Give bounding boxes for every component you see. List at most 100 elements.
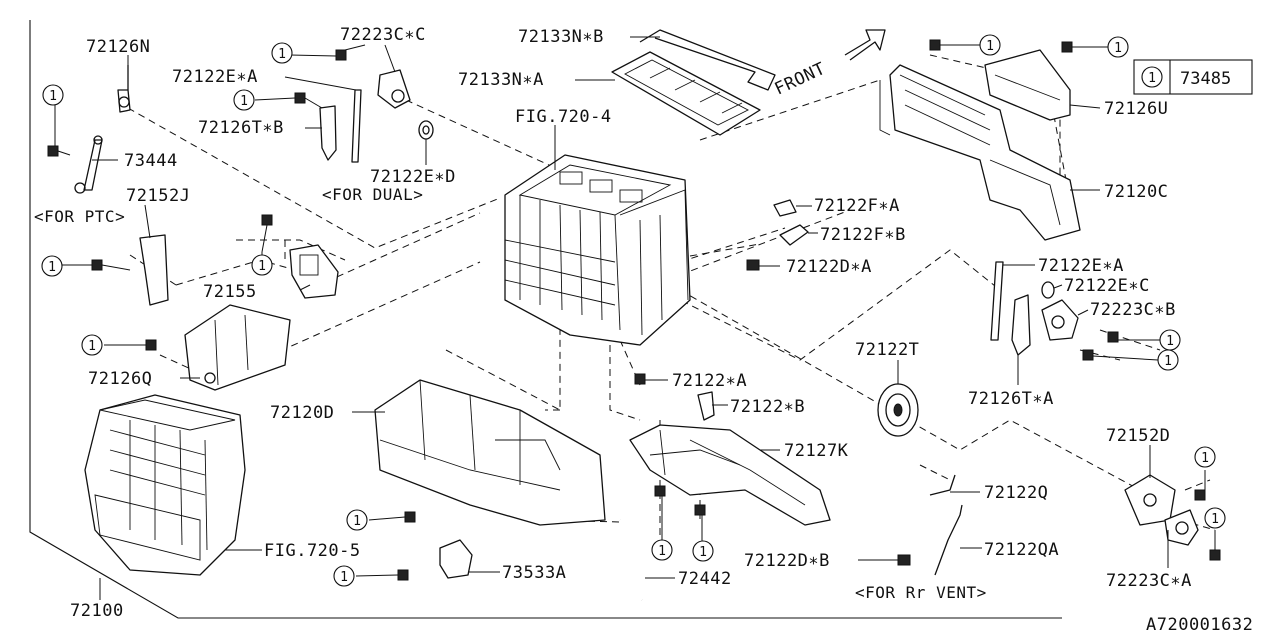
callout-1-d: 1 xyxy=(41,255,63,277)
label-72223CB: 72223C∗B xyxy=(1090,300,1176,320)
clip-72122FB xyxy=(779,224,809,246)
label-73444: 73444 xyxy=(124,151,178,171)
part-labels: 72126N 72223C∗C 72133N∗B 72133N∗A 72122E… xyxy=(34,25,1253,635)
legend-box: 1 73485 xyxy=(1133,59,1253,95)
label-72122T: 72122T xyxy=(855,340,919,360)
label-72122QA: 72122QA xyxy=(984,540,1059,560)
front-arrow: FRONT xyxy=(772,29,886,100)
label-72133NA: 72133N∗A xyxy=(458,70,544,90)
callout-1-o: 1 xyxy=(1194,446,1216,468)
link-72122Q xyxy=(929,474,956,496)
clip-72122A xyxy=(634,373,646,385)
label-73533A: 73533A xyxy=(502,563,566,583)
svg-text:1: 1 xyxy=(340,570,348,585)
callout-1-j: 1 xyxy=(692,540,714,562)
label-72223CA: 72223C∗A xyxy=(1106,571,1192,591)
callout-1-g: 1 xyxy=(346,509,368,531)
svg-text:1: 1 xyxy=(1201,451,1209,466)
label-72122EA-right: 72122E∗A xyxy=(1038,256,1124,276)
front-label: FRONT xyxy=(772,59,829,100)
label-72155: 72155 xyxy=(203,282,257,302)
bolt-left-1 xyxy=(47,145,71,157)
label-72126TB: 72126T∗B xyxy=(198,118,284,138)
callout-1-k: 1 xyxy=(979,34,1001,56)
link-72122QA xyxy=(934,504,963,576)
actuator-72223CC xyxy=(335,49,411,109)
label-72127K: 72127K xyxy=(784,441,849,461)
bolt-lower-1 xyxy=(404,511,416,523)
label-72122DB: 72122D∗B xyxy=(744,551,830,571)
bracket-72152J xyxy=(91,234,169,306)
lever-72126TA xyxy=(1011,294,1031,356)
clip-72122FA xyxy=(773,199,797,217)
label-72100: 72100 xyxy=(70,601,124,621)
ring-72122ED xyxy=(418,120,434,140)
label-72122EA-top: 72122E∗A xyxy=(172,67,258,87)
legend-ref-number: 1 xyxy=(1148,71,1156,86)
duct-72127K xyxy=(629,424,831,526)
clip-72122B xyxy=(697,391,715,421)
svg-text:1: 1 xyxy=(1211,512,1219,527)
svg-text:1: 1 xyxy=(48,260,56,275)
note-for-rr-vent: <FOR Rr VENT> xyxy=(855,583,987,602)
label-72442: 72442 xyxy=(678,569,732,589)
label-72126U: 72126U xyxy=(1104,99,1168,119)
diagram-id: A720001632 xyxy=(1146,615,1253,635)
label-72122B: 72122∗B xyxy=(730,397,805,417)
label-fig7205: FIG.720-5 xyxy=(264,541,361,561)
label-fig7204: FIG.720-4 xyxy=(515,107,612,127)
duct-72120D xyxy=(374,379,606,526)
motor-72155 xyxy=(261,214,339,299)
gear-72122T xyxy=(877,383,919,437)
label-72122FB: 72122F∗B xyxy=(820,225,906,245)
svg-text:1: 1 xyxy=(1114,41,1122,56)
callout-1-n: 1 xyxy=(1157,349,1179,371)
callout-1-c: 1 xyxy=(42,84,64,106)
label-72122Q: 72122Q xyxy=(984,483,1048,503)
label-72122A: 72122∗A xyxy=(672,371,747,391)
callout-1-l: 1 xyxy=(1107,36,1129,58)
label-72152J: 72152J xyxy=(126,186,190,206)
label-72122FA: 72122F∗A xyxy=(814,196,900,216)
callout-1-a: 1 xyxy=(271,42,293,64)
svg-text:1: 1 xyxy=(49,89,57,104)
svg-text:1: 1 xyxy=(699,545,707,560)
hose-72442 xyxy=(619,518,644,602)
clip-72122DB xyxy=(897,554,911,566)
label-72122DA: 72122D∗A xyxy=(786,257,872,277)
bracket-72126Q xyxy=(145,304,291,391)
blower-unit xyxy=(84,394,246,576)
label-72126N: 72126N xyxy=(86,37,150,57)
label-72126Q: 72126Q xyxy=(88,369,152,389)
svg-text:1: 1 xyxy=(88,339,96,354)
label-72152D: 72152D xyxy=(1106,426,1170,446)
rod-72122EA-upper xyxy=(351,89,362,163)
svg-text:1: 1 xyxy=(258,259,266,274)
label-72120D: 72120D xyxy=(270,403,334,423)
svg-text:1: 1 xyxy=(278,47,286,62)
label-72223CC: 72223C∗C xyxy=(340,25,426,45)
label-72122ED: 72122E∗D xyxy=(370,167,456,187)
label-72133NB: 72133N∗B xyxy=(518,27,604,47)
label-72122EC: 72122E∗C xyxy=(1064,276,1150,296)
callout-1-b: 1 xyxy=(233,89,255,111)
svg-text:1: 1 xyxy=(986,39,994,54)
callout-1-e: 1 xyxy=(251,254,273,276)
svg-text:1: 1 xyxy=(240,94,248,109)
bracket-72152D xyxy=(1124,474,1206,526)
ring-72122EC xyxy=(1041,281,1055,299)
label-72126TA: 72126T∗A xyxy=(968,389,1054,409)
clip-72122DA xyxy=(746,259,760,271)
note-for-ptc: <FOR PTC> xyxy=(34,207,125,226)
rod-72122EA-right xyxy=(990,261,1004,341)
svg-text:1: 1 xyxy=(1166,334,1174,349)
actuator-72223CB xyxy=(1041,299,1119,361)
sensor-73533A xyxy=(397,539,473,581)
legend-part-number: 73485 xyxy=(1180,69,1231,89)
bolt-72127K-a xyxy=(654,485,666,497)
assembly-frame xyxy=(29,20,1062,619)
note-for-dual: <FOR DUAL> xyxy=(322,185,423,204)
leader-lines xyxy=(54,36,1216,600)
lever-72126TB xyxy=(294,92,337,161)
